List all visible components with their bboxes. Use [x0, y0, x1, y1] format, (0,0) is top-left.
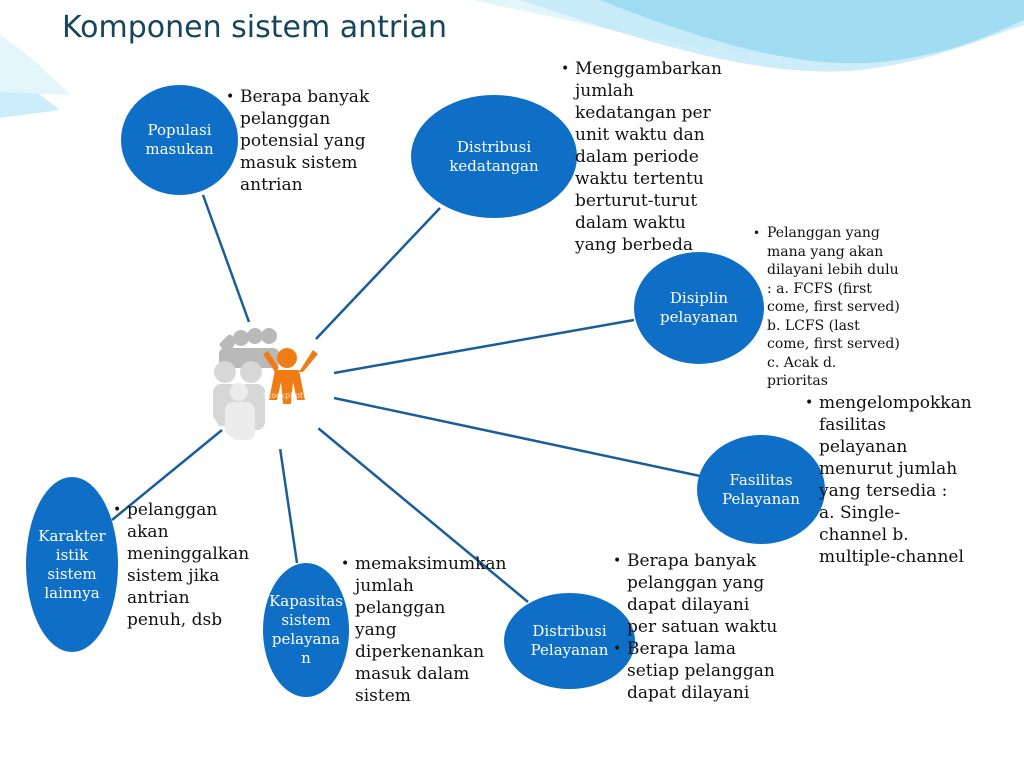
connector-disiplin: [333, 318, 635, 375]
node-label: Karakter istik sistem lainnya: [38, 526, 106, 602]
node-kapasitas-sistem-pelayanan: Kapasitas sistem pelayana n: [263, 563, 349, 697]
node-label: Distribusi Pelayanan: [530, 622, 609, 659]
connector-fasilitas: [333, 396, 701, 478]
desc-distribusi-kedatangan: Menggambarkan jumlah kedatangan per unit…: [561, 58, 731, 256]
desc-disiplin-pelayanan: Pelanggan yang mana yang akan dilayani l…: [753, 224, 901, 391]
bullet-item: mengelompokkan fasilitas pelayanan menur…: [805, 392, 972, 568]
connector-kedatangan: [314, 207, 441, 341]
hub-watermark: Stockphoto: [263, 391, 308, 400]
bullet-item: Berapa banyak pelanggan potensial yang m…: [226, 86, 376, 196]
wave-shape: [600, 0, 1024, 64]
connector-populasi: [201, 194, 251, 323]
node-label: Populasi masukan: [145, 121, 214, 158]
desc-karakteristik-sistem-lainnya: pelanggan akan meninggalkan sistem jika …: [113, 499, 249, 631]
node-karakteristik-sistem-lainnya: Karakter istik sistem lainnya: [26, 477, 118, 652]
desc-distribusi-pelayanan: Berapa banyak pelanggan yang dapat dilay…: [613, 550, 783, 704]
connector-kapasitas: [278, 447, 299, 564]
bullet-item: Menggambarkan jumlah kedatangan per unit…: [561, 58, 731, 256]
bullet-item: Pelanggan yang mana yang akan dilayani l…: [753, 224, 901, 391]
bullet-item: Berapa banyak pelanggan yang dapat dilay…: [613, 550, 783, 638]
business-people-leader-icon: Stockphoto: [213, 328, 318, 440]
node-label: Fasilitas Pelayanan: [722, 470, 800, 508]
node-populasi-masukan: Populasi masukan: [121, 85, 238, 195]
desc-kapasitas-sistem-pelayanan: memaksimumkan jumlah pelanggan yang dipe…: [341, 553, 506, 707]
wave-shape: [0, 35, 70, 95]
node-label: Distribusi kedatangan: [449, 137, 539, 175]
page-title: Komponen sistem antrian: [62, 10, 447, 45]
node-distribusi-kedatangan: Distribusi kedatangan: [411, 95, 577, 218]
node-label: Disiplin pelayanan: [660, 289, 738, 326]
node-fasilitas-pelayanan: Fasilitas Pelayanan: [697, 435, 825, 544]
desc-populasi-masukan: Berapa banyak pelanggan potensial yang m…: [226, 86, 376, 196]
bullet-item: memaksimumkan jumlah pelanggan yang dipe…: [341, 553, 506, 707]
hub-image: Stockphoto: [205, 320, 335, 450]
bullet-item: pelanggan akan meninggalkan sistem jika …: [113, 499, 249, 631]
node-label: Kapasitas sistem pelayana n: [269, 592, 343, 667]
desc-fasilitas-pelayanan: mengelompokkan fasilitas pelayanan menur…: [805, 392, 972, 568]
bullet-item: Berapa lama setiap pelanggan dapat dilay…: [613, 638, 783, 704]
node-disiplin-pelayanan: Disiplin pelayanan: [634, 252, 764, 364]
